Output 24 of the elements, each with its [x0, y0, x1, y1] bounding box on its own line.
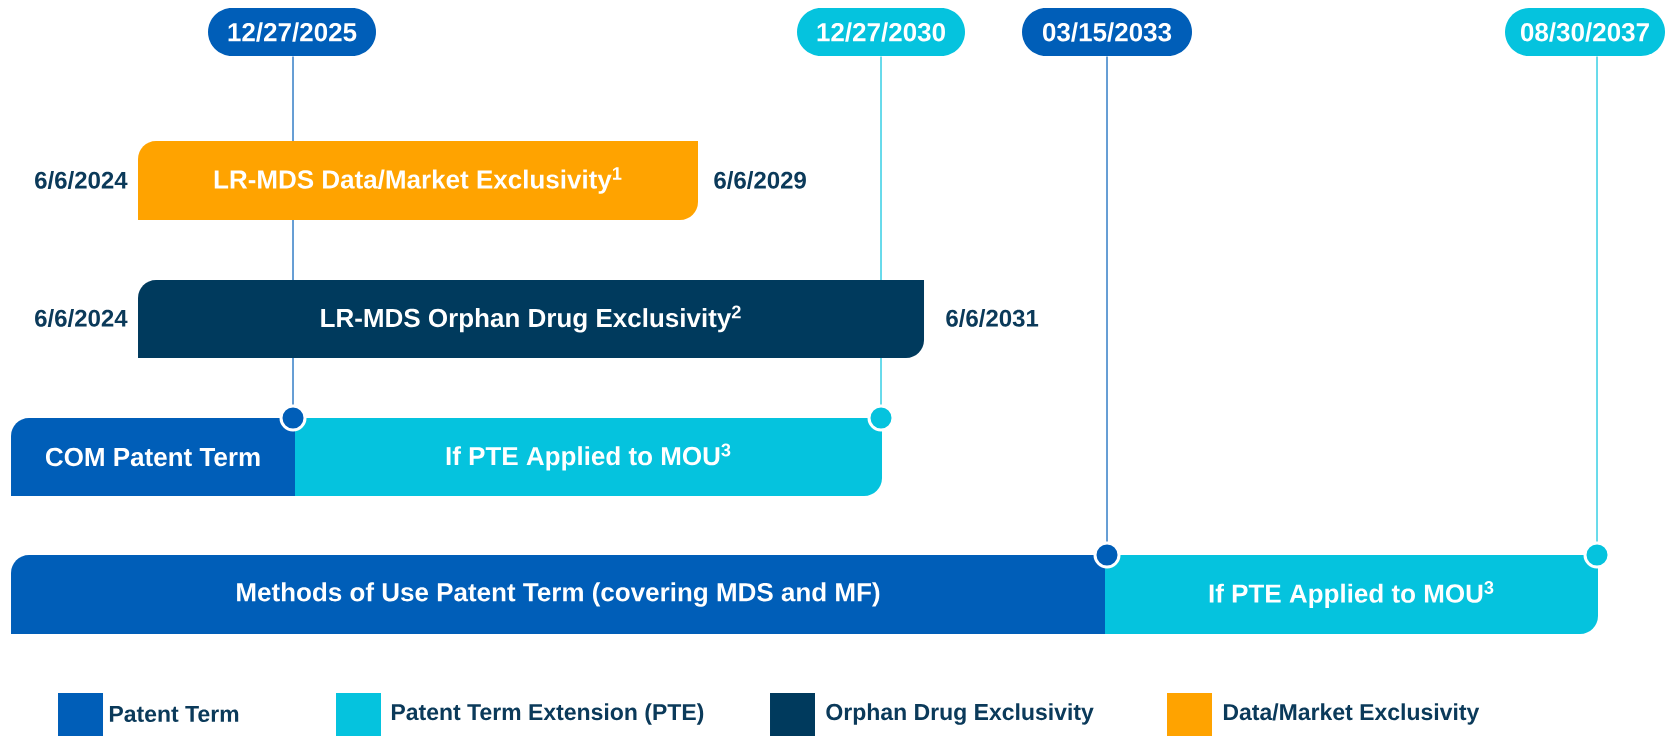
timeline-dot: [1583, 541, 1611, 569]
date-label: 6/6/2024: [35, 309, 128, 327]
timeline-bar: If PTE Applied to MOU$^{3}$: [1105, 555, 1598, 634]
timeline-bar: LR-MDS Orphan Drug Exclusivity$^{2}$: [138, 280, 924, 358]
date-pill: 12/27/2030: [797, 8, 965, 56]
legend-label: Patent Term Extension (PTE): [391, 703, 704, 725]
timeline-bar: If PTE Applied to MOU$^{3}$: [295, 418, 882, 496]
timeline-bar: Methods of Use Patent Term (covering MDS and MF): [11, 555, 1105, 634]
timeline-dot: [1093, 541, 1121, 569]
timeline-bar: COM Patent Term: [11, 418, 295, 496]
date-label: 6/6/2029: [714, 171, 806, 189]
legend-label: Orphan Drug Exclusivity: [826, 703, 1094, 725]
legend-label: Patent Term: [109, 706, 239, 723]
timeline-dot: [279, 404, 307, 432]
leader-line: [1596, 55, 1598, 543]
date-label: 6/6/2024: [35, 171, 128, 189]
legend-label: Data/Market Exclusivity: [1223, 703, 1480, 725]
date-pill: 12/27/2025: [208, 8, 376, 56]
leader-line: [1106, 55, 1108, 543]
date-pill: 03/15/2033: [1022, 8, 1192, 56]
date-pill: 08/30/2037: [1505, 8, 1665, 56]
date-label: 6/6/2031: [946, 309, 1039, 327]
timeline-bar: LR-MDS Data/Market Exclusivity$^{1}$: [138, 141, 698, 220]
timeline-dot: [867, 404, 895, 432]
